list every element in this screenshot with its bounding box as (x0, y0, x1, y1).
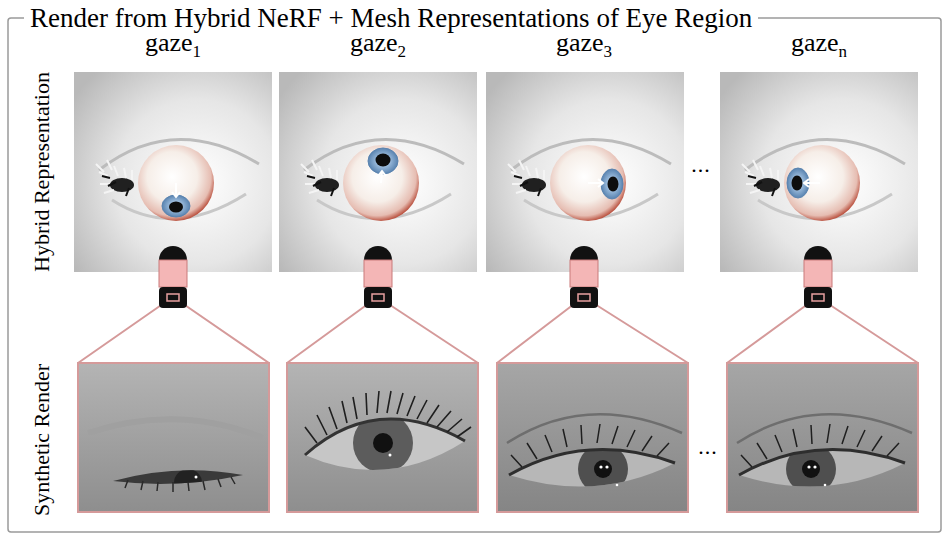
highlight (605, 465, 608, 468)
header-subscript: 2 (398, 42, 407, 61)
skin (78, 363, 269, 512)
column-header: gazen (791, 28, 847, 67)
camera-icon (570, 246, 598, 308)
column-header: gaze2 (350, 28, 406, 67)
header-subscript: n (839, 42, 848, 61)
view-ray (727, 301, 918, 363)
synthetic-render (287, 363, 478, 512)
skin (287, 363, 478, 512)
render-frame (727, 363, 918, 512)
highlight (824, 484, 827, 487)
hybrid-render-base (279, 72, 477, 272)
render-frame (497, 363, 688, 512)
view-ray (287, 301, 478, 363)
gaze-arrow (172, 183, 180, 197)
gaze-arrow (588, 179, 603, 187)
pupil (802, 460, 820, 478)
pupil (608, 177, 619, 192)
pupil (594, 460, 612, 478)
eyelid-fold (88, 419, 263, 438)
gaze-arrow (378, 171, 386, 183)
row-label: Hybrid Representation (29, 72, 55, 272)
eyelashes (741, 424, 899, 467)
camera-rays (78, 301, 918, 363)
highlight (599, 465, 602, 468)
skin (497, 363, 688, 512)
column-header: gaze1 (145, 28, 201, 67)
eyelashes (125, 477, 235, 492)
pupil (373, 433, 393, 453)
view-ray (497, 301, 688, 363)
iris (368, 148, 398, 174)
hybrid-render (279, 72, 477, 272)
hybrid-render (74, 72, 272, 272)
camera-icon (159, 246, 187, 308)
highlight (389, 454, 392, 457)
camera-icon (364, 246, 392, 308)
gaze-arrow (804, 179, 820, 187)
eyelashes (305, 391, 471, 443)
synthetic-render (78, 363, 269, 512)
skin (727, 363, 918, 512)
render-frames (78, 363, 918, 512)
header-text: gaze (791, 28, 839, 57)
synthetic-render (727, 363, 918, 512)
render-frame (78, 363, 269, 512)
synthetic-render (497, 363, 688, 512)
iris (601, 169, 623, 199)
header-text: gaze (556, 28, 604, 57)
lid-margin (305, 419, 465, 455)
pupil (376, 154, 391, 167)
pupil (169, 202, 183, 213)
hybrid-render (486, 72, 684, 272)
camera-icon (804, 246, 832, 308)
header-subscript: 3 (604, 42, 613, 61)
eyelashes (511, 424, 669, 467)
view-ray (78, 301, 269, 363)
ellipsis: ... (698, 435, 718, 459)
row-label: Synthetic Render (29, 364, 55, 516)
highlight (807, 465, 810, 468)
eyelid-crease (737, 414, 912, 443)
highlight (616, 484, 619, 487)
render-frame (287, 363, 478, 512)
header-text: gaze (350, 28, 398, 57)
highlight (813, 465, 816, 468)
hybrid-render-base (720, 72, 918, 272)
figure-frame (8, 18, 941, 532)
pupil (792, 176, 803, 191)
highlight (195, 476, 198, 479)
column-header: gaze3 (556, 28, 612, 67)
eyelid-crease (507, 414, 682, 443)
hybrid-render (720, 72, 918, 272)
header-text: gaze (145, 28, 193, 57)
ellipsis: ... (691, 153, 711, 177)
hybrid-render-base (486, 72, 684, 272)
header-subscript: 1 (193, 42, 202, 61)
hybrid-render-base (74, 72, 272, 272)
